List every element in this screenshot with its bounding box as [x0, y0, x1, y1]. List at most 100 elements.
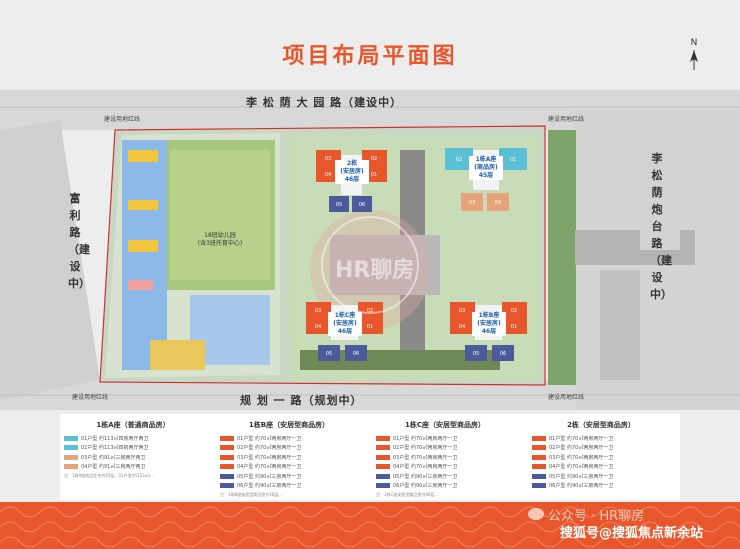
svg-text:05: 05	[326, 351, 332, 357]
page-title: 项目布局平面图	[282, 44, 458, 69]
redline-label-bottom-left: 建设用地红线	[72, 394, 109, 401]
legend-row: 01户型 约70㎡两房两厅一卫	[220, 434, 358, 442]
legend-swatch	[64, 454, 78, 460]
watermark-wechat: 公众号 · HR聊房	[548, 509, 645, 524]
legend-row: 01户型 约113㎡四房两厅两卫	[64, 434, 202, 442]
legend-row: 02户型 约70㎡两房两厅一卫	[376, 444, 514, 452]
legend-row: 01户型 约70㎡两房两厅一卫	[376, 434, 514, 442]
wechat-logo-icon	[528, 508, 544, 520]
road-right-label: 李松荫炮台路（建设中）	[650, 152, 672, 301]
legend-note: 注：1栋A座商品住宅共45层，01户型(约113㎡)...	[64, 472, 155, 478]
svg-text:02: 02	[456, 157, 462, 163]
legend-row: 02户型 约113㎡四房两厅两卫	[64, 444, 202, 452]
svg-text:06: 06	[353, 351, 359, 357]
legend-heading: 1栋A座（普通商品房）	[96, 421, 170, 429]
svg-text:03: 03	[469, 200, 475, 206]
watermark-sohu: 搜狐号@搜狐焦点新余站	[560, 526, 704, 541]
legend-swatch	[220, 454, 234, 460]
legend-swatch	[220, 473, 234, 479]
legend-swatch	[376, 483, 390, 488]
road-top-label: 李 松 荫 大 园 路（建设中）	[246, 96, 403, 109]
legend-swatch	[376, 454, 390, 460]
svg-text:05: 05	[336, 202, 342, 208]
center-watermark: HR聊房	[335, 258, 415, 283]
svg-text:01: 01	[371, 172, 377, 178]
legend-swatch	[532, 445, 546, 450]
building-1a-label: 1栋A座 (商品房) 45层	[469, 156, 503, 180]
legend-swatch	[376, 435, 390, 441]
legend-note: 注：1栋C座安居型商品房共46层...	[376, 491, 439, 497]
svg-text:04: 04	[459, 324, 465, 330]
legend-row: 04户型 约70㎡两房两厅一卫	[376, 463, 514, 471]
legend-row: 02户型 约70㎡两房两厅一卫	[220, 444, 358, 452]
svg-text:04: 04	[325, 172, 331, 178]
svg-text:04: 04	[315, 324, 321, 330]
legend-swatch	[220, 464, 234, 469]
road-bottom-label: 规 划 一 路（规划中）	[240, 394, 363, 407]
legend-col-2: 2栋（安居型商品房） 01户型 约70㎡两房两厅一卫 02户型 约70㎡两房两厅…	[532, 420, 670, 491]
footer-pattern	[0, 506, 740, 548]
legend-swatch	[64, 445, 78, 450]
legend-swatch	[376, 473, 390, 479]
legend-swatch	[532, 464, 546, 469]
legend-col-1b: 1栋B座（安居型商品房） 01户型 约70㎡两房两厅一卫 02户型 约70㎡两房…	[220, 420, 358, 497]
legend-col-1c: 1栋C座（安居型商品房） 01户型 约70㎡两房两厅一卫 02户型 约70㎡两房…	[376, 420, 514, 497]
legend-swatch	[64, 435, 78, 441]
north-arrow-icon	[690, 50, 698, 70]
legend-row: 05户型 约90㎡三房两厅一卫	[532, 472, 670, 480]
legend-row: 02户型 约70㎡两房两厅一卫	[532, 444, 670, 452]
legend-swatch	[64, 464, 78, 469]
svg-text:03: 03	[459, 308, 465, 314]
kindergarten-label: 18班幼儿园 (含3班托育中心)	[197, 232, 243, 247]
svg-text:06: 06	[359, 202, 365, 208]
legend-heading: 1栋C座（安居型商品房）	[404, 421, 485, 429]
svg-text:02: 02	[367, 308, 373, 314]
legend-swatch	[376, 464, 390, 469]
redline-label-top-right: 建设用地红线	[548, 116, 585, 123]
svg-text:05: 05	[473, 351, 479, 357]
redline-label-top-left: 建设用地红线	[104, 116, 141, 123]
svg-text:01: 01	[511, 324, 517, 330]
svg-text:03: 03	[315, 308, 321, 314]
legend-row: 04户型 约70㎡两房两厅一卫	[220, 463, 358, 471]
svg-text:03: 03	[325, 156, 331, 162]
north-label: N	[690, 38, 698, 48]
building-1c-label: 1栋C座 (安居房) 46层	[328, 312, 362, 336]
legend-row: 03户型 约70㎡两房两厅一卫	[376, 453, 514, 461]
legend-heading: 2栋（安居型商品房）	[567, 421, 635, 429]
legend-swatch	[532, 435, 546, 441]
svg-text:06: 06	[500, 351, 506, 357]
svg-text:01: 01	[367, 324, 373, 330]
svg-text:02: 02	[371, 156, 377, 162]
legend-row: 04户型 约91㎡三房两厅两卫	[64, 463, 202, 471]
legend-row: 05户型 约90㎡三房两厅一卫	[220, 472, 358, 480]
legend-swatch	[376, 445, 390, 450]
road-left-label: 富利路（建设中）	[68, 192, 90, 290]
legend-col-1a: 1栋A座（普通商品房） 01户型 约113㎡四房两厅两卫 02户型 约113㎡四…	[64, 420, 202, 478]
legend-row: 01户型 约70㎡两房两厅一卫	[532, 434, 670, 442]
legend-swatch	[532, 483, 546, 488]
redline-label-bottom-right: 建设用地红线	[548, 394, 585, 401]
legend-heading: 1栋B座（安居型商品房）	[248, 421, 330, 429]
footer-banner	[0, 502, 740, 549]
legend-row: 06户型 约90㎡三房两厅一卫	[220, 482, 358, 490]
building-1b-label: 1栋B座 (安居房) 46层	[472, 312, 506, 336]
svg-text:01: 01	[510, 157, 516, 163]
legend-row: 03户型 约91㎡三房两厅两卫	[64, 453, 202, 461]
legend-note: 注：1栋B座安居型商品房共46层...	[220, 491, 283, 497]
legend-row: 06户型 约90㎡三房两厅一卫	[532, 482, 670, 490]
legend-panel: 1栋A座（普通商品房） 01户型 约113㎡四房两厅两卫 02户型 约113㎡四…	[60, 414, 680, 500]
legend-swatch	[532, 454, 546, 460]
legend-swatch	[220, 483, 234, 488]
legend-row: 05户型 约90㎡三房两厅一卫	[376, 472, 514, 480]
legend-swatch	[532, 473, 546, 479]
legend-row: 03户型 约70㎡两房两厅一卫	[532, 453, 670, 461]
legend-swatch	[220, 445, 234, 450]
legend-swatch	[220, 435, 234, 441]
legend-row: 04户型 约70㎡两房两厅一卫	[532, 463, 670, 471]
legend-row: 03户型 约70㎡两房两厅一卫	[220, 453, 358, 461]
svg-text:02: 02	[511, 308, 517, 314]
svg-text:04: 04	[495, 200, 501, 206]
